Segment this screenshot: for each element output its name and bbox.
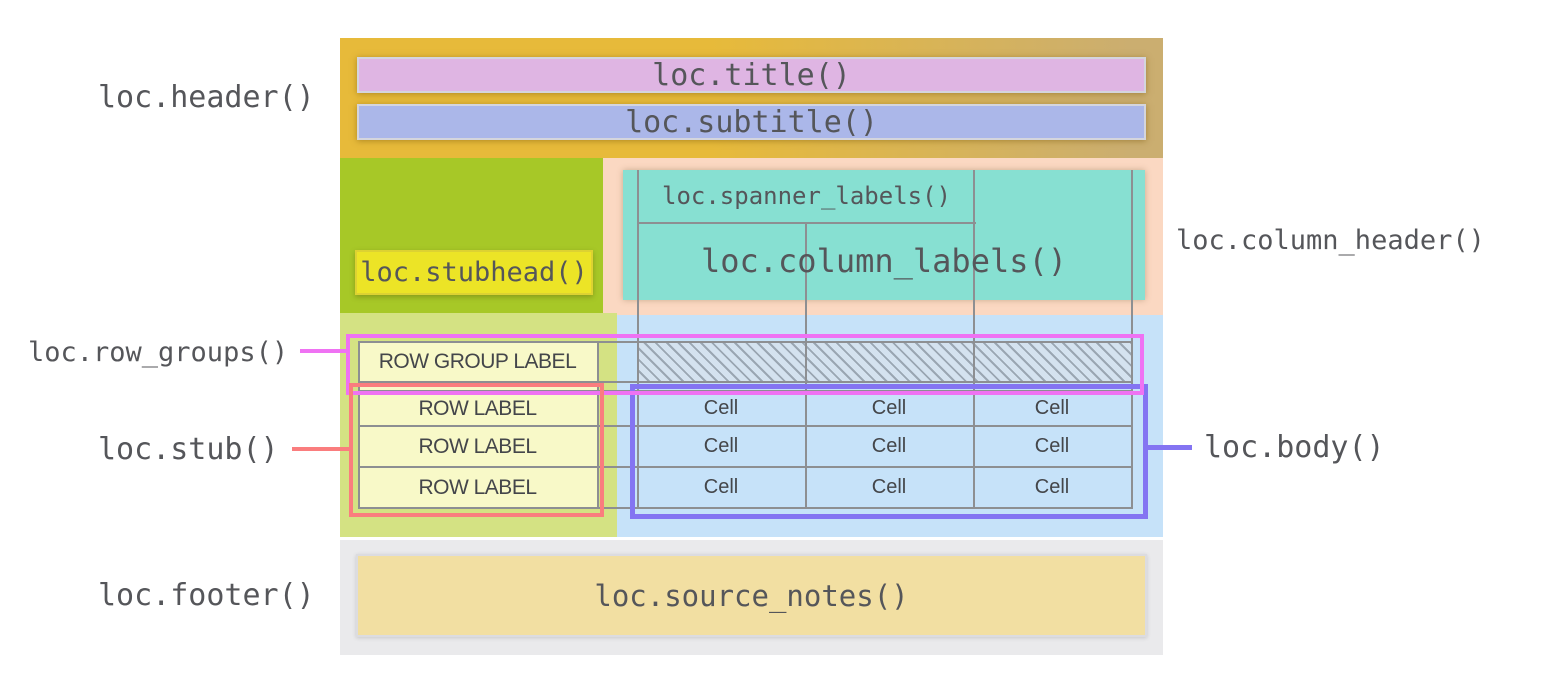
table-diagram: loc.title() loc.subtitle() loc.stubhead(…	[340, 38, 1163, 655]
title-bar: loc.title()	[357, 57, 1146, 93]
gridline-col-1	[637, 170, 639, 507]
column-labels-text: loc.column_labels()	[700, 242, 1068, 280]
body-cell: Cell	[871, 476, 907, 498]
column-labels-box	[623, 170, 1145, 300]
body-cell: Cell	[871, 435, 907, 457]
gridline-col-3	[973, 170, 975, 507]
body-cell: Cell	[703, 435, 739, 457]
gridline-spanner-bottom	[637, 222, 976, 224]
body-outline	[630, 384, 1148, 519]
gridline-rows-bottom	[358, 507, 1133, 509]
gridline-row2-top	[358, 425, 1133, 427]
header-region: loc.title() loc.subtitle()	[340, 38, 1163, 158]
gridline-row3-top	[358, 466, 1133, 468]
gridline-col-4	[1131, 170, 1133, 507]
body-cell: Cell	[871, 397, 907, 419]
gridline-row-group-top	[358, 341, 1133, 343]
row-label: ROW LABEL	[418, 434, 537, 458]
gridline-row-group-bottom	[358, 381, 1133, 383]
body-cell: Cell	[703, 476, 739, 498]
row-label: ROW LABEL	[418, 475, 537, 499]
row-group-hatched-strip	[637, 341, 1131, 382]
gridline-stub-left	[358, 341, 360, 507]
stubhead-box: loc.stubhead()	[355, 250, 593, 295]
stub-cells-block	[358, 341, 597, 507]
footer-region: loc.source_notes()	[340, 540, 1163, 655]
row-label: ROW LABEL	[418, 396, 537, 420]
stub-connector-line	[292, 447, 350, 451]
body-cell: Cell	[1034, 476, 1070, 498]
gridline-stub-right	[597, 341, 599, 507]
label-loc-body: loc.body()	[1204, 430, 1385, 465]
body-cell: Cell	[703, 397, 739, 419]
row-groups-connector-line	[300, 349, 347, 353]
body-cell: Cell	[1034, 397, 1070, 419]
body-connector-line	[1146, 445, 1192, 450]
body-cell: Cell	[1034, 435, 1070, 457]
spanner-labels-text: loc.spanner_labels()	[662, 182, 951, 210]
gridline-col-2	[805, 222, 807, 507]
stub-outline	[349, 383, 604, 517]
label-loc-footer: loc.footer()	[98, 578, 315, 613]
label-loc-column-header: loc.column_header()	[1176, 225, 1485, 256]
label-loc-stub: loc.stub()	[98, 432, 279, 467]
subtitle-bar: loc.subtitle()	[357, 104, 1146, 140]
stubhead-region: loc.stubhead()	[340, 158, 603, 313]
label-loc-row-groups: loc.row_groups()	[28, 337, 289, 368]
row-groups-outline	[346, 334, 1144, 395]
source-notes-box: loc.source_notes()	[356, 554, 1147, 637]
row-group-label: ROW GROUP LABEL	[378, 350, 577, 373]
label-loc-header: loc.header()	[98, 80, 315, 115]
